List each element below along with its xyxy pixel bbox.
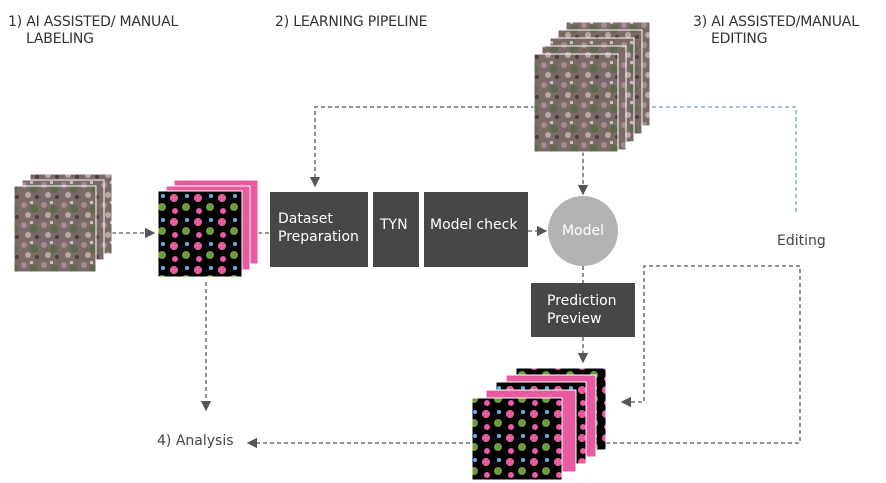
tyn-box: TYN	[373, 192, 419, 267]
dataset-preparation-line1: Dataset	[278, 211, 333, 227]
step2-heading: 2) LEARNING PIPELINE	[275, 14, 428, 30]
prediction-preview-box: Prediction Preview	[531, 283, 635, 337]
dataset-preparation-line2: Preparation	[278, 229, 359, 245]
step3-heading-line1: 3) AI ASSISTED/MANUAL	[693, 14, 859, 30]
dataset-preparation-box: Dataset Preparation	[270, 192, 368, 267]
step1-heading: 1) AI ASSISTED/ MANUAL LABELING	[8, 14, 228, 48]
step3-heading: 3) AI ASSISTED/MANUAL EDITING	[693, 14, 883, 48]
prediction-preview-line2: Preview	[547, 311, 602, 327]
arrow-editing-to-dataset	[309, 106, 640, 188]
editing-label: Editing	[777, 233, 826, 249]
line-editing-to-feedback	[640, 106, 797, 212]
analysis-label: 4) Analysis	[157, 433, 234, 449]
step1-heading-line1: 1) AI ASSISTED/ MANUAL	[8, 14, 179, 30]
model-check-box: Model check	[424, 192, 528, 267]
model-node: Model	[548, 196, 618, 266]
step3-heading-line2: EDITING	[711, 31, 768, 47]
step1-heading-line2: LABELING	[26, 31, 94, 47]
arrow-stack-to-editing	[606, 265, 801, 444]
prediction-preview-line1: Prediction	[547, 293, 617, 309]
